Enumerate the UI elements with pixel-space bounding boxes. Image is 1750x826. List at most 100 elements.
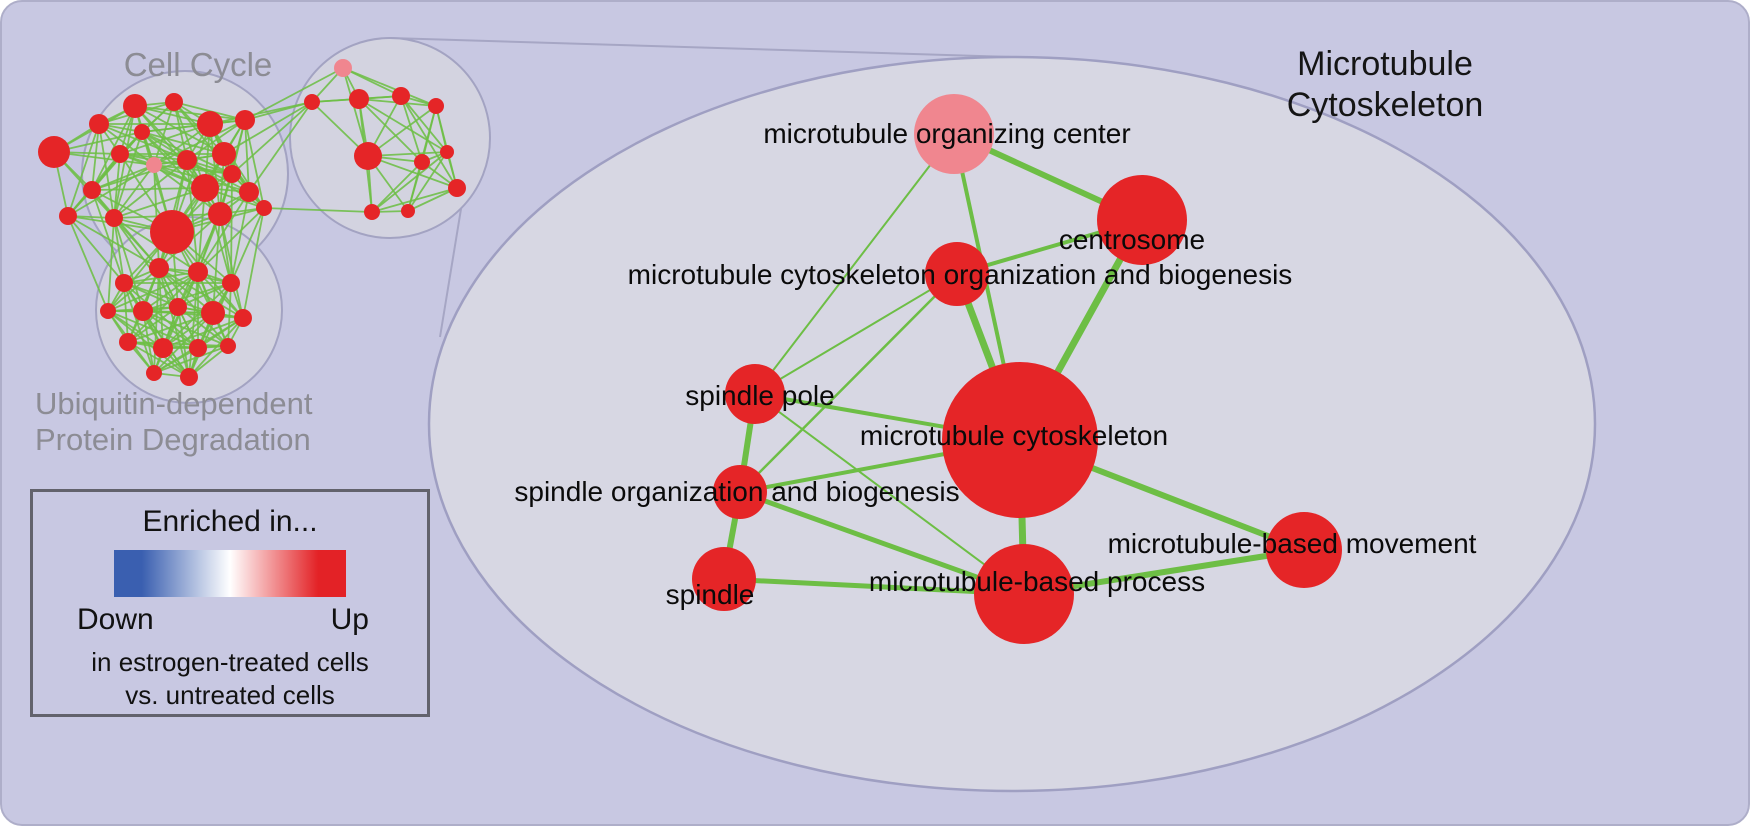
mini-edge (371, 161, 423, 213)
mini-edge (244, 119, 265, 209)
node-label-mmove: microtubule-based movement (1108, 528, 1477, 559)
mini-edge (107, 271, 199, 312)
node-moc (914, 94, 994, 174)
figure-title: Microtubule Cytoskeleton (1287, 44, 1484, 127)
mini-node (349, 89, 369, 109)
cluster-label-ubiquitin-line2: Protein Degradation (35, 422, 311, 458)
mini-edge (407, 187, 458, 212)
mini-edge (113, 164, 155, 219)
magnifier-line (389, 37, 1013, 58)
mini-edge (142, 282, 232, 312)
mini-node (428, 98, 444, 114)
mini-edge (177, 306, 229, 347)
cluster-circle-microtubule (289, 37, 491, 239)
mini-node (392, 87, 410, 105)
edge-mco-spole (754, 273, 958, 395)
mini-edge (142, 310, 229, 347)
mini-edge (113, 217, 160, 269)
mini-edge (230, 191, 250, 284)
mini-node (165, 93, 183, 111)
mini-edge (119, 153, 188, 161)
mini-edge (177, 213, 221, 308)
mini-node (440, 145, 454, 159)
mini-edge (141, 131, 225, 155)
mini-edge (358, 98, 423, 163)
node-mproc (974, 544, 1074, 644)
legend-caption-line2: vs. untreated cells (125, 679, 335, 710)
mini-node (180, 368, 198, 386)
edge-spindle-mproc (721, 576, 1027, 597)
mini-edge (186, 159, 250, 193)
mini-node (115, 274, 133, 292)
node-spole (725, 364, 785, 424)
mini-edge (248, 101, 313, 193)
mini-node (448, 179, 466, 197)
mini-node (177, 150, 197, 170)
mini-edge (197, 207, 265, 273)
mini-node (119, 333, 137, 351)
mini-node (414, 154, 430, 170)
mini-node (364, 204, 380, 220)
node-label-spindle: spindle (666, 579, 755, 610)
node-mcyto (942, 362, 1098, 518)
cluster-label-ubiquitin: Ubiquitin-dependent Protein Degradation (35, 386, 313, 459)
legend-title: Enriched in... (142, 505, 318, 538)
mini-edge (227, 282, 232, 347)
mini-edge (153, 345, 229, 374)
edge-mco-sorg (738, 272, 959, 494)
mini-node (169, 298, 187, 316)
enrichment-gradient-bar (114, 550, 346, 597)
mini-edge (400, 95, 448, 153)
mini-edge (219, 213, 244, 319)
mini-node (189, 339, 207, 357)
node-sorg (713, 465, 767, 519)
figure-title-line2: Cytoskeleton (1286, 86, 1484, 125)
mini-node (149, 258, 169, 278)
mini-node (197, 111, 223, 137)
mini-edge (244, 119, 250, 193)
mini-edge (242, 207, 265, 319)
mini-edge (212, 213, 221, 314)
mini-edge (107, 310, 164, 349)
mini-edge (113, 217, 125, 284)
node-label-sorg: spindle organization and biogenesis (514, 476, 959, 507)
mini-node (59, 207, 77, 225)
mini-node (239, 182, 259, 202)
mini-node (83, 181, 101, 199)
mini-edge (367, 105, 437, 157)
mini-node (401, 204, 415, 218)
node-label-moc: microtubule organizing center (763, 118, 1130, 149)
node-mmove (1266, 512, 1342, 588)
node-label-mco: microtubule cytoskeleton organization an… (628, 259, 1293, 290)
mini-edge (230, 207, 265, 284)
mini-node (222, 274, 240, 292)
mini-edge (91, 123, 100, 191)
mini-edge (134, 105, 206, 189)
mini-node (146, 365, 162, 381)
mini-edge (244, 67, 344, 121)
mini-edge (231, 101, 313, 175)
mini-edge (67, 123, 100, 217)
node-centrosome (1097, 175, 1187, 265)
mini-edge (371, 151, 448, 213)
magnifier-line (439, 208, 462, 338)
mini-node (134, 124, 150, 140)
mini-edge (158, 267, 229, 347)
mini-edge (127, 312, 214, 343)
mini-edge (107, 267, 160, 312)
mini-edge (113, 187, 206, 219)
mini-node (100, 303, 116, 319)
mini-node (89, 114, 109, 134)
node-label-mcyto: microtubule cytoskeleton (860, 420, 1168, 451)
cluster-label-cell-cycle: Cell Cycle (123, 46, 273, 83)
legend: Enriched in... Down Up in estrogen-treat… (30, 489, 430, 717)
mini-node (208, 202, 232, 226)
mini-node (38, 136, 70, 168)
mini-edge (407, 151, 448, 212)
mini-node (153, 338, 173, 358)
mini-node (133, 301, 153, 321)
mini-node (212, 142, 236, 166)
mini-edge (371, 187, 458, 213)
